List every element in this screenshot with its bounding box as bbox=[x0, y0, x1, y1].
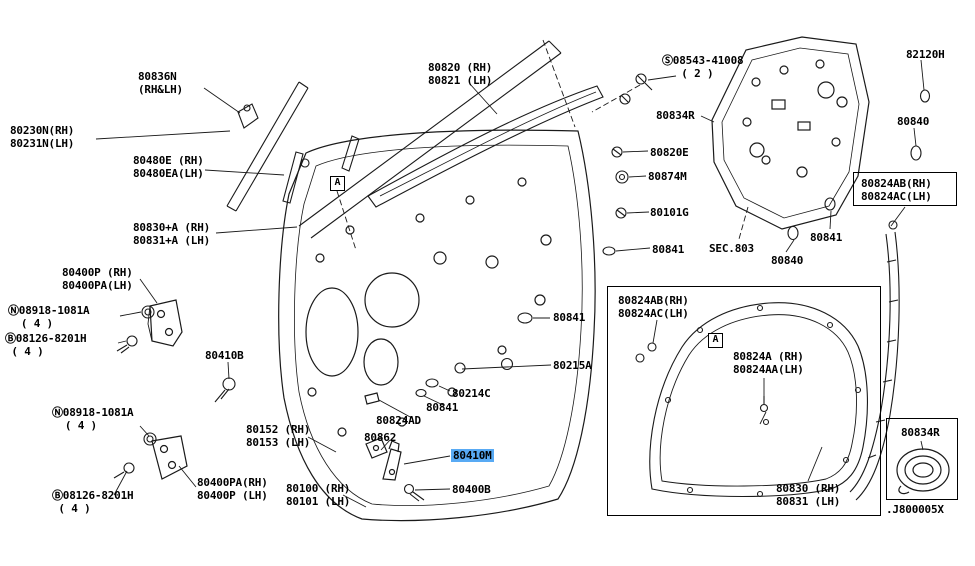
part-label-80214c: 80214C bbox=[452, 387, 491, 400]
door-window-frame bbox=[298, 40, 604, 239]
view-marker-a-1: A bbox=[330, 176, 345, 191]
part-label-80862: 80862 bbox=[364, 431, 397, 444]
part-label-80834r-1: 80834R bbox=[656, 109, 695, 122]
glass-run-channel bbox=[226, 81, 360, 212]
part-label-80230n: 80230N(RH) 80231N(LH) bbox=[10, 124, 75, 150]
part-label-08126-2: Ⓑ08126-8201H ( 4 ) bbox=[52, 489, 134, 515]
part-label-80410b: 80410B bbox=[205, 349, 244, 362]
part-label-80100: 80100 (RH) 80101 (LH) bbox=[286, 482, 351, 508]
part-label-80824ab-1: 80824AB(RH) 80824AC(LH) bbox=[861, 177, 932, 203]
part-label-80824a: 80824A (RH) 80824AA(LH) bbox=[733, 350, 804, 376]
part-label-80840-2: 80840 bbox=[771, 254, 804, 267]
fasteners bbox=[113, 73, 931, 502]
part-label-80841-1: 80841 bbox=[652, 243, 685, 256]
door-seal-loop bbox=[647, 302, 868, 498]
side-weatherstrip bbox=[849, 220, 900, 501]
part-label-80874m: 80874M bbox=[648, 170, 687, 183]
part-label-80836n: 80836N (RH&LH) bbox=[138, 70, 183, 96]
part-label-80480e: 80480E (RH) 80480EA(LH) bbox=[133, 154, 204, 180]
part-label-80215a: 80215A bbox=[553, 359, 592, 372]
door-inner-panel bbox=[278, 129, 596, 522]
leader-lines bbox=[95, 59, 925, 508]
detail-box-door-seal bbox=[607, 286, 881, 516]
part-label-80834r-2: 80834R bbox=[901, 426, 940, 439]
part-label-80840-1: 80840 bbox=[897, 115, 930, 128]
part-label-08918-2: Ⓝ08918-1081A ( 4 ) bbox=[52, 406, 134, 432]
part-label-80841-3: 80841 bbox=[553, 311, 586, 324]
part-label-80830: 80830 (RH) 80831 (LH) bbox=[776, 482, 841, 508]
part-label-80830a: 80830+A (RH) 80831+A (LH) bbox=[133, 221, 211, 247]
view-marker-a-2: A bbox=[708, 333, 723, 348]
drawing-code: .J800005X bbox=[886, 503, 944, 516]
part-label-80152: 80152 (RH) 80153 (LH) bbox=[246, 423, 311, 449]
part-label-80101g: 80101G bbox=[650, 206, 689, 219]
part-label-80841-2: 80841 bbox=[810, 231, 843, 244]
section-ref-sec803: SEC.803 bbox=[709, 242, 754, 255]
part-label-80400b: 80400B bbox=[452, 483, 491, 496]
part-label-80824ab-2: 80824AB(RH) 80824AC(LH) bbox=[618, 294, 689, 320]
detail-box-80824ab bbox=[853, 172, 957, 206]
part-label-80820: 80820 (RH) 80821 (LH) bbox=[428, 61, 493, 87]
door-hinges bbox=[147, 299, 188, 480]
panel-80834r bbox=[711, 36, 870, 230]
part-label-80820e: 80820E bbox=[650, 146, 689, 159]
part-label-08543: Ⓢ08543-41008 ( 2 ) bbox=[662, 54, 744, 80]
detail-box-seal-coil bbox=[886, 418, 958, 500]
part-label-08918-1: Ⓝ08918-1081A ( 4 ) bbox=[8, 304, 90, 330]
part-label-82120h: 82120H bbox=[906, 48, 945, 61]
part-label-80841-4: 80841 bbox=[426, 401, 459, 414]
part-label-80400pa: 80400PA(RH) 80400P (LH) bbox=[197, 476, 268, 502]
part-label-80410m-highlighted[interactable]: 80410M bbox=[451, 449, 494, 462]
part-label-80400p: 80400P (RH) 80400PA(LH) bbox=[62, 266, 133, 292]
part-label-08126-1: Ⓑ08126-8201H ( 4 ) bbox=[5, 332, 87, 358]
part-label-80824ad: 80824AD bbox=[376, 414, 421, 427]
reference-dashed-lines bbox=[336, 39, 749, 251]
door-check-link bbox=[364, 392, 402, 481]
